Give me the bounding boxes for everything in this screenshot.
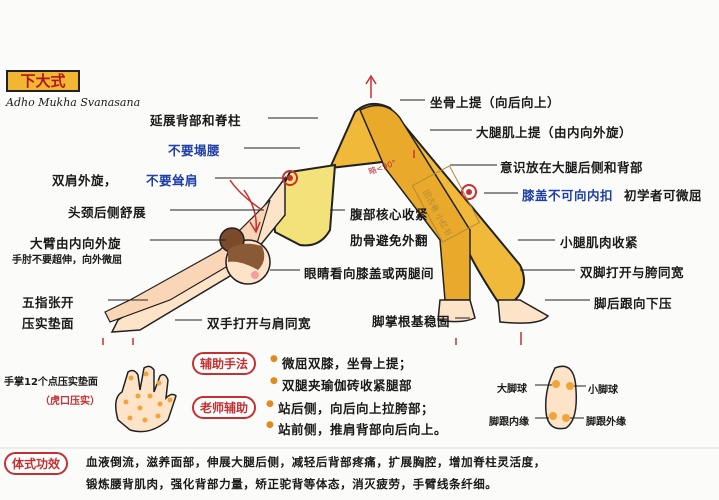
benefits-label: 体式功效: [4, 452, 69, 475]
shoulder-marker: [282, 170, 298, 186]
label-press-mat: 压实垫面: [22, 316, 75, 331]
bullet-icon: ●: [270, 376, 278, 386]
foot-left: [437, 299, 476, 323]
hair: [228, 243, 265, 270]
foot-small-ball: 小脚球: [588, 385, 618, 396]
hand-diagram: [115, 365, 177, 433]
foot-right: [497, 299, 550, 324]
label-fingers: 五指张开: [22, 295, 75, 310]
label-calf: 小腿肌肉收紧: [560, 235, 639, 250]
teacher-line1: 站后侧，向后向上拉胯部；: [278, 401, 435, 416]
label-shoulders: 双肩外旋，: [52, 173, 118, 188]
assist-line1: 微屈双膝，坐骨上提；: [282, 356, 413, 371]
watermark-box: [411, 165, 481, 243]
assist-label: 辅助手法: [192, 352, 257, 375]
benefits-line1: 血液倒流，滋养面部，伸展大腿后侧，减轻后背部疼痛，扩展胸腔，增加脊柱灵活度，: [86, 455, 546, 469]
benefits-line2: 锻炼腰背肌肉，强化背部力量，矫正驼背等体态，消灭疲劳，手臂线条纤细。: [86, 477, 498, 491]
page-subtitle: Adho Mukha Svanasana: [6, 96, 141, 109]
label-hamstring: 意识放在大腿后侧和背部: [500, 160, 644, 175]
foot-sole-diagram: [535, 365, 586, 430]
label-hands-width: 双手打开与肩同宽: [207, 316, 312, 331]
label-arm-rotate: 大臂由内向外旋: [30, 236, 122, 251]
cheek: [251, 271, 259, 279]
pants-front: [359, 104, 471, 301]
label-eyes: 眼睛看向膝盖或两腿间: [304, 266, 435, 281]
foot-outer-edge: 脚跟外缘: [586, 417, 626, 428]
label-feet-width: 双脚打开与胯同宽: [580, 265, 685, 280]
label-elbow: 手肘不要超伸，向外微屈: [12, 255, 122, 266]
label-core: 腹部核心收紧: [350, 207, 429, 222]
direction-arrows: [102, 74, 522, 345]
assist-line2: 双腿夹瑜伽砖收紧腿部: [282, 378, 413, 393]
foot-big-ball: 大脚球: [497, 384, 527, 395]
label-neck: 头颈后侧舒展: [68, 205, 147, 220]
label-no-shrug: 不要耸肩: [146, 173, 199, 188]
hand-title: 手掌12个点压实垫面: [4, 377, 98, 388]
label-spine: 延展背部和脊柱: [150, 113, 242, 128]
bullet-icon: ●: [270, 354, 278, 364]
label-knee-tail: 初学者可微屈: [624, 188, 703, 203]
knee-marker: [461, 184, 477, 200]
label-knee: 膝盖不可向内扣: [522, 188, 614, 203]
label-thigh-lift: 大腿肌上提（由内向外旋）: [476, 125, 633, 140]
label-tailbone: 坐骨上提（向后向上）: [430, 95, 561, 110]
label-ribs: 肋骨避免外翻: [350, 233, 429, 248]
label-no-waist: 不要塌腰: [168, 143, 221, 158]
hand-note: （虎口压实）: [40, 396, 100, 407]
leader-lines: [108, 99, 590, 321]
teacher-line2: 站前侧，推肩背部向后向上。: [278, 422, 448, 437]
label-root: 脚掌根基稳固: [372, 314, 451, 329]
page-title: 下大式: [6, 70, 80, 92]
bullet-icon: ●: [266, 399, 274, 409]
label-heels: 脚后跟向下压: [594, 296, 673, 311]
foot-inner-edge: 脚跟内缘: [489, 417, 529, 428]
bullet-icon: ●: [266, 420, 274, 430]
teacher-label: 老师辅助: [192, 396, 257, 419]
